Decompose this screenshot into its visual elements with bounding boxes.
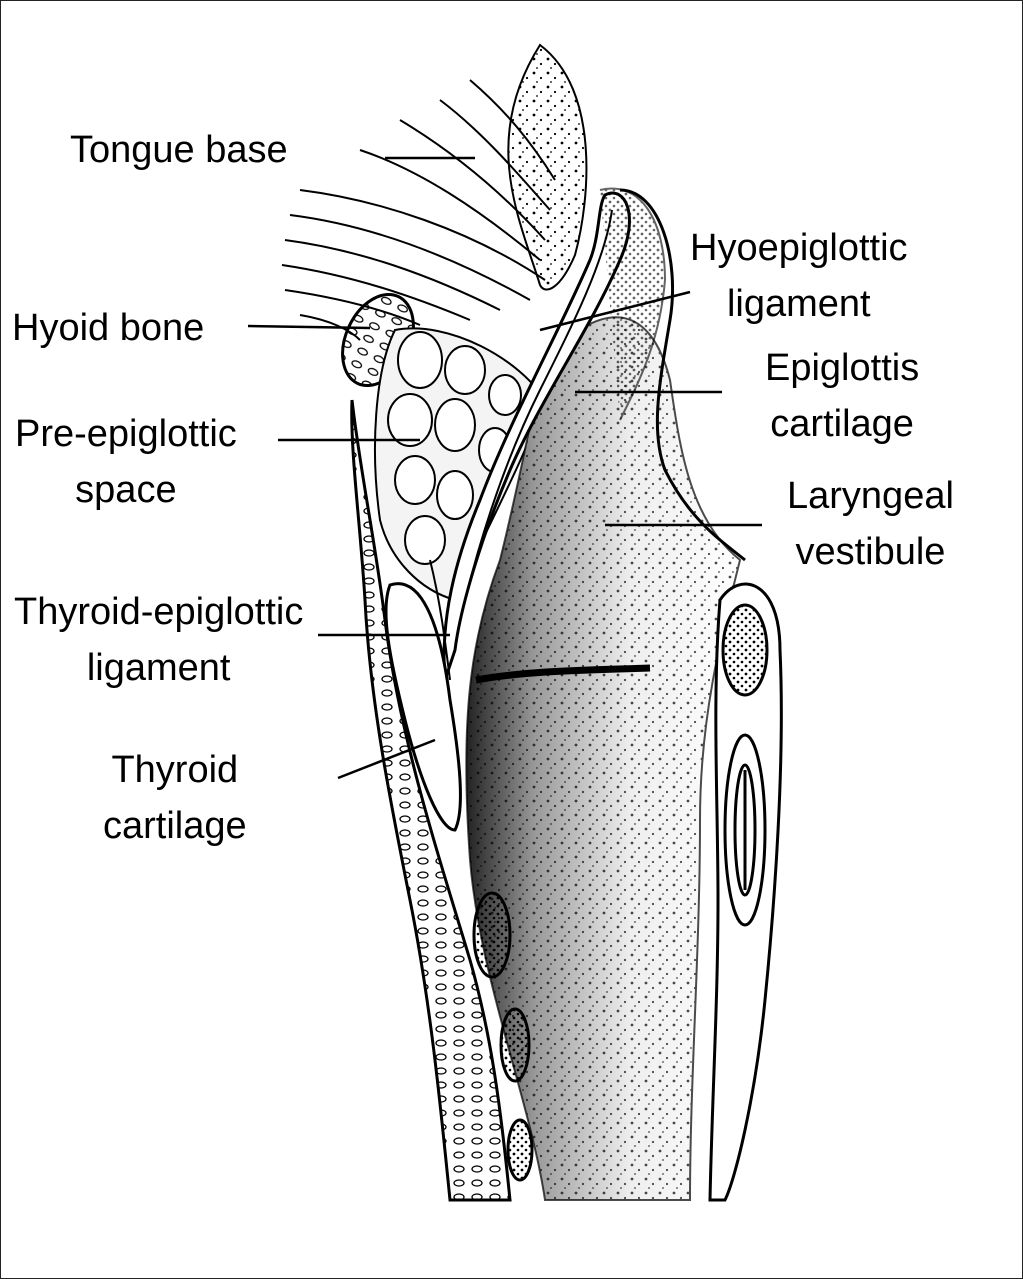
posterior-wall <box>708 582 783 1202</box>
label-hyoepiglottic-line1: Hyoepiglottic <box>690 227 908 269</box>
leader-hyoepiglottic <box>539 290 691 332</box>
leader-lines <box>247 156 762 780</box>
label-thyroid-cartilage: Thyroid cartilage <box>103 742 247 854</box>
label-epiglottis-cartilage: Epiglottis cartilage <box>765 340 919 452</box>
leader-thyroid-cartilage <box>337 738 436 780</box>
laryngeal-lumen <box>465 316 742 1201</box>
label-hyoepiglottic-line2: ligament <box>726 283 871 325</box>
label-pre-epiglottic-line2: space <box>75 469 177 511</box>
label-thyroid-epiglottic-ligament: Thyroid-epiglottic ligament <box>14 584 303 696</box>
label-epiglottis-line2: cartilage <box>770 403 914 445</box>
label-laryngeal-vestibule: Laryngeal vestibule <box>787 468 954 580</box>
epiglottis-cartilage-shape <box>442 187 746 681</box>
label-epiglottis-line1: Epiglottis <box>765 347 920 389</box>
label-tongue-base: Tongue base <box>70 129 288 171</box>
tongue-base-region <box>281 43 588 341</box>
cricoid-nodules <box>472 891 534 1182</box>
label-thyroid-cartilage-line2: cartilage <box>103 805 247 847</box>
label-thyroid-epiglottic-line1: Thyroid-epiglottic <box>14 591 304 633</box>
label-hyoid-bone: Hyoid bone <box>12 307 205 349</box>
label-thyroid-cartilage-line1: Thyroid <box>111 749 239 791</box>
pre-epiglottic-fat <box>374 327 547 602</box>
label-laryngeal-line2: vestibule <box>795 531 946 573</box>
label-pre-epiglottic-line1: Pre-epiglottic <box>15 413 237 455</box>
label-pre-epiglottic-space: Pre-epiglottic space <box>15 406 237 518</box>
label-hyoepiglottic-ligament: Hyoepiglottic ligament <box>690 220 908 332</box>
leader-hyoid-bone <box>247 324 371 330</box>
label-laryngeal-line1: Laryngeal <box>787 475 954 517</box>
thyroid-cartilage-shape <box>350 399 512 1202</box>
label-thyroid-epiglottic-line2: ligament <box>86 647 231 689</box>
